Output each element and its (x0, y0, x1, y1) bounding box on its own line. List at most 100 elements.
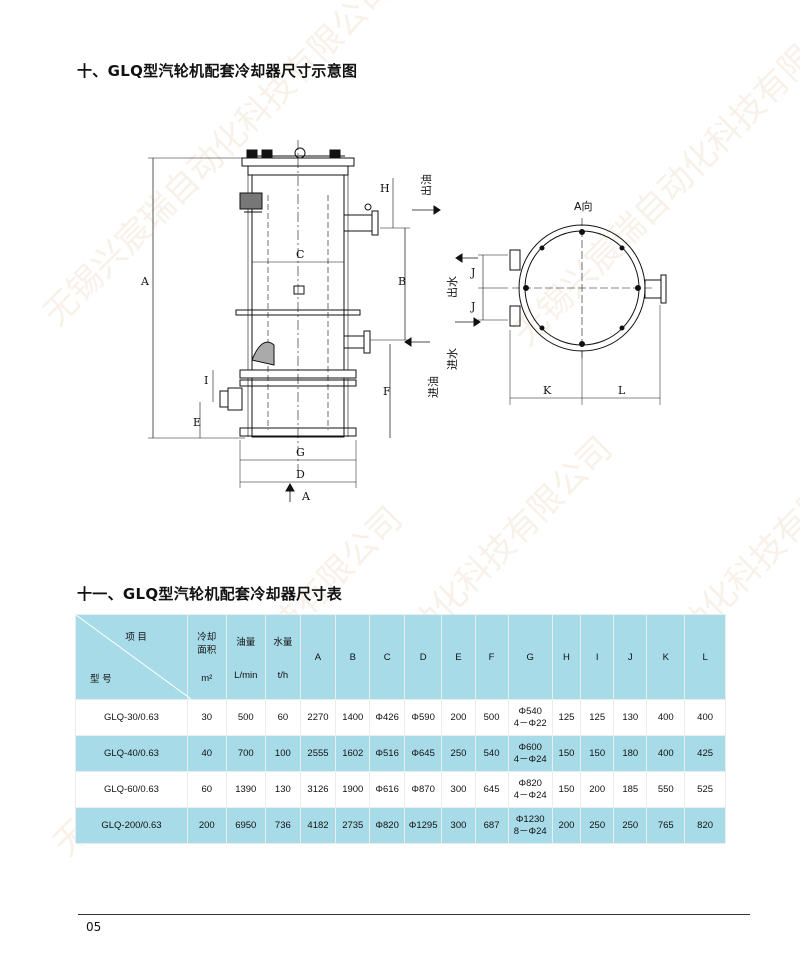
header-oil: 油量 L/min (225, 614, 266, 700)
cell-e: 300 (441, 807, 476, 844)
footer-rule (78, 914, 750, 915)
cell-area: 30 (186, 699, 227, 736)
cell-i: 200 (580, 771, 615, 808)
view-a-end-view (509, 218, 667, 358)
cell-d: Φ870 (403, 771, 443, 808)
dim-label-h: H (380, 182, 390, 195)
cooler-dimension-diagram: A C G D A B F H 出油 进油 E I (140, 140, 667, 503)
cell-water: 130 (264, 771, 301, 808)
cell-a: 2270 (299, 699, 337, 736)
cell-c: Φ426 (369, 699, 405, 736)
header-c: C (369, 614, 405, 700)
cell-g-diameter: Φ1230 (515, 813, 545, 825)
cell-k: 400 (646, 699, 686, 736)
cell-h: 125 (551, 699, 582, 736)
cell-water: 100 (264, 735, 301, 772)
corner-diagonal (76, 615, 191, 699)
cell-c: Φ616 (369, 771, 405, 808)
cell-oil: 6950 (225, 807, 266, 844)
header-j: J (613, 614, 648, 700)
cell-model: GLQ-200/0.63 (75, 807, 188, 844)
table-header-row: 项 目 型 号 冷却面积 m² 油量 L/min 水量 t/h A B C D … (75, 614, 726, 700)
cell-g-diameter: Φ820 (518, 777, 542, 789)
oil-in-label: 进油 (426, 376, 440, 398)
cell-g-diameter: Φ600 (518, 741, 542, 753)
cell-j: 130 (613, 699, 648, 736)
cell-f: 687 (474, 807, 509, 844)
cell-model: GLQ-30/0.63 (75, 699, 188, 736)
cell-k: 400 (646, 735, 686, 772)
dimension-table: 项 目 型 号 冷却面积 m² 油量 L/min 水量 t/h A B C D … (75, 614, 726, 844)
cell-h: 150 (551, 735, 582, 772)
cell-water: 60 (264, 699, 301, 736)
cell-oil: 700 (225, 735, 266, 772)
cell-model: GLQ-60/0.63 (75, 771, 188, 808)
cell-g-holes: 4－Φ24 (513, 753, 547, 765)
dim-label-j: J (470, 266, 475, 279)
cell-e: 300 (441, 771, 476, 808)
cell-i: 125 (580, 699, 615, 736)
header-d: D (403, 614, 443, 700)
cell-c: Φ516 (369, 735, 405, 772)
oil-out-label: 出油 (419, 174, 433, 196)
dim-label-b: B (398, 275, 406, 288)
cell-j: 185 (613, 771, 648, 808)
cell-area: 60 (186, 771, 227, 808)
water-out-label: 出水 (445, 276, 459, 298)
cell-c: Φ820 (369, 807, 405, 844)
dim-label-d: D (296, 468, 305, 481)
cell-area: 200 (186, 807, 227, 844)
cell-l: 525 (684, 771, 726, 808)
header-l: L (684, 614, 726, 700)
cell-a: 3126 (299, 771, 337, 808)
cell-oil: 1390 (225, 771, 266, 808)
cell-k: 550 (646, 771, 686, 808)
cell-d: Φ1295 (403, 807, 443, 844)
view-arrow-label: A (301, 490, 311, 503)
header-i: I (580, 614, 615, 700)
cell-b: 2735 (335, 807, 371, 844)
cell-j: 180 (613, 735, 648, 772)
cell-b: 1900 (335, 771, 371, 808)
corner-item-label: 项 目 (125, 632, 147, 643)
header-a: A (299, 614, 337, 700)
dim-label-j: J (470, 300, 475, 313)
dim-label-c: C (296, 248, 304, 261)
cell-i: 250 (580, 807, 615, 844)
cell-b: 1400 (335, 699, 371, 736)
cell-l: 400 (684, 699, 726, 736)
dim-label-i: I (204, 374, 208, 387)
water-in-label: 进水 (446, 348, 459, 370)
cell-f: 645 (474, 771, 509, 808)
header-h: H (551, 614, 582, 700)
header-corner: 项 目 型 号 (75, 614, 191, 700)
cell-l: 425 (684, 735, 726, 772)
dim-label-e: E (193, 416, 201, 429)
header-water: 水量 t/h (264, 614, 301, 700)
cell-e: 250 (441, 735, 476, 772)
section-title-table: 十一、GLQ型汽轮机配套冷却器尺寸表 (77, 585, 343, 603)
cell-d: Φ590 (403, 699, 443, 736)
cell-d: Φ645 (403, 735, 443, 772)
cell-i: 150 (580, 735, 615, 772)
cell-j: 250 (613, 807, 648, 844)
cell-f: 500 (474, 699, 509, 736)
header-b: B (335, 614, 371, 700)
header-k: K (646, 614, 686, 700)
cell-g-holes: 8－Φ24 (513, 825, 547, 837)
dim-label-f: F (383, 385, 391, 398)
header-area: 冷却面积 m² (186, 614, 227, 700)
corner-model-label: 型 号 (90, 674, 112, 685)
cell-a: 4182 (299, 807, 337, 844)
header-f: F (474, 614, 509, 700)
cooler-shell (219, 147, 379, 438)
cell-g-holes: 4－Φ24 (513, 789, 547, 801)
cell-h: 200 (551, 807, 582, 844)
cell-k: 765 (646, 807, 686, 844)
